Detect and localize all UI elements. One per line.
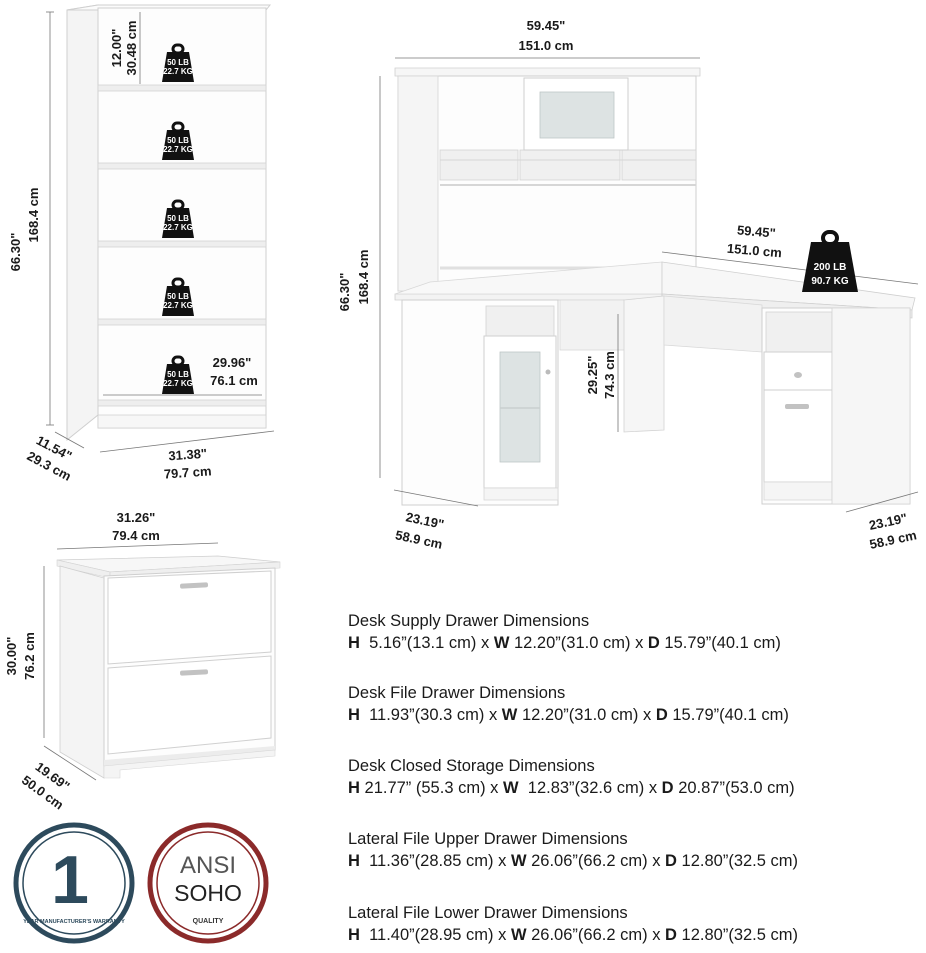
shelf-weight-2: 50 LB 22.7 KG <box>160 121 196 162</box>
spec-depth: 12.80”(32.5 cm) <box>681 852 799 870</box>
bookcase-shelves <box>97 84 267 407</box>
lateral-file-cabinet: 31.26" 79.4 cm 30.00" 76.2 cm 19.69" 50.… <box>4 510 281 812</box>
bookcase-shelf-gap-cm: 30.48 cm <box>124 21 139 76</box>
desk-hutch-width-cm: 151.0 cm <box>519 38 574 53</box>
bookcase-width-dimension: 31.38" 79.7 cm <box>99 430 275 482</box>
weight-label-kg: 22.7 KG <box>163 301 193 310</box>
ansi-soho-badge: ANSI SOHO QUALITY <box>147 822 269 944</box>
spec-width: 12.20”(31.0 cm) <box>514 634 631 652</box>
bookcase-height-in: 66.30" <box>8 233 23 272</box>
warranty-number: 1 <box>51 842 89 918</box>
drawer-handle-icon <box>785 404 809 409</box>
spec-lateral-upper-drawer: Lateral File Upper Drawer Dimensions H 1… <box>348 830 799 870</box>
warranty-text: YEAR MANUFACTURER'S WARRANTY <box>23 919 125 925</box>
shelf-weight-4: 50 LB 22.7 KG <box>160 277 196 318</box>
spec-width: 26.06”(66.2 cm) <box>531 852 648 870</box>
spec-height: 5.16”(13.1 cm) <box>369 634 477 652</box>
desk-height-dimension: 66.30" 168.4 cm <box>337 76 381 478</box>
desk-height-in: 66.30" <box>337 273 352 312</box>
spec-depth: 20.87”(53.0 cm) <box>678 779 795 797</box>
desk-left-depth-cm: 58.9 cm <box>394 527 444 552</box>
desk-return-width-cm: 151.0 cm <box>726 241 782 261</box>
spec-width: 26.06”(66.2 cm) <box>531 926 648 944</box>
bookcase-height-cm: 168.4 cm <box>26 188 41 243</box>
weight-label-lb: 50 LB <box>167 292 189 301</box>
spec-title: Lateral File Lower Drawer Dimensions <box>348 904 628 922</box>
spec-title: Desk Closed Storage Dimensions <box>348 757 595 775</box>
desk-return-width-dimension: 59.45" 151.0 cm <box>661 222 919 285</box>
weight-label-lb: 50 LB <box>167 370 189 379</box>
spec-height: 21.77” (55.3 cm) <box>364 779 486 797</box>
spec-height: 11.40”(28.95 cm) <box>369 926 494 944</box>
lateral-upper-drawer <box>107 570 272 665</box>
quality-text: QUALITY <box>193 918 224 925</box>
bookcase-shelf-width-in: 29.96" <box>213 355 252 370</box>
weight-label-lb: 50 LB <box>167 136 189 145</box>
spec-desk-file-drawer: Desk File Drawer Dimensions H 11.93”(30.… <box>348 684 789 724</box>
weight-label-kg: 22.7 KG <box>163 223 193 232</box>
shelf-weight-1: 50 LB 22.7 KG <box>160 43 196 84</box>
desk-weight: 200 LB 90.7 KG <box>802 230 858 292</box>
l-desk-with-hutch: 59.45" 151.0 cm <box>337 18 919 552</box>
lateral-file-width-in: 31.26" <box>117 510 156 525</box>
desk-return-width-in: 59.45" <box>736 222 776 240</box>
shelf-weight-5: 50 LB 22.7 KG <box>160 355 196 396</box>
desk-hutch-width-in: 59.45" <box>527 18 566 33</box>
desk-weight-lb: 200 LB <box>814 262 847 273</box>
desk-left-depth-in: 23.19" <box>404 509 445 532</box>
spec-height: 11.93”(30.3 cm) <box>369 706 485 724</box>
shelf-weight-3: 50 LB 22.7 KG <box>160 199 196 240</box>
desk-knee-height-in: 29.25" <box>585 356 600 395</box>
bookcase-depth-dimension: 11.54" 29.3 cm <box>25 431 85 484</box>
lateral-file-width-cm: 79.4 cm <box>112 528 160 543</box>
spec-depth: 12.80”(32.5 cm) <box>681 926 799 944</box>
desk-knee-height-cm: 74.3 cm <box>602 351 617 399</box>
bookcase-shelf-gap-in: 12.00" <box>109 29 124 68</box>
desk-knee-height-dimension: 29.25" 74.3 cm <box>585 314 619 432</box>
lateral-file-width-dimension: 31.26" 79.4 cm <box>56 510 219 550</box>
drawer-handle-icon <box>180 669 209 676</box>
spec-title: Desk File Drawer Dimensions <box>348 684 566 702</box>
bookcase-shelf-width-dimension: 29.96" 76.1 cm <box>103 355 262 396</box>
warranty-badge: 1 YEAR MANUFACTURER'S WARRANTY <box>13 822 135 944</box>
lateral-file-height-dimension: 30.00" 76.2 cm <box>4 566 45 738</box>
spec-desk-supply-drawer: Desk Supply Drawer Dimensions H 5.16”(13… <box>348 612 781 652</box>
weight-icon <box>802 242 858 292</box>
lateral-lower-drawer <box>107 655 272 755</box>
weight-label-lb: 50 LB <box>167 214 189 223</box>
bookcase-shelf-width-cm: 76.1 cm <box>210 373 258 388</box>
drawer-knob-icon <box>794 372 802 378</box>
spec-depth: 15.79”(40.1 cm) <box>664 634 781 652</box>
bookcase-shelf-gap-dimension: 12.00" 30.48 cm <box>109 12 141 84</box>
spec-lateral-lower-drawer: Lateral File Lower Drawer Dimensions H 1… <box>348 904 799 944</box>
desk-weight-kg: 90.7 KG <box>811 276 848 287</box>
lateral-file-height-cm: 76.2 cm <box>22 632 37 680</box>
spec-title: Desk Supply Drawer Dimensions <box>348 612 590 630</box>
desk-height-cm: 168.4 cm <box>356 250 371 305</box>
weight-label-kg: 22.7 KG <box>163 145 193 154</box>
spec-desk-closed-storage: Desk Closed Storage Dimensions H 21.77” … <box>348 757 795 797</box>
bookcase: 66.30" 168.4 cm 12.00" 30.48 cm 50 LB 22… <box>8 4 275 484</box>
bookcase-width-in: 31.38" <box>168 446 208 464</box>
desk-hutch-width-dimension: 59.45" 151.0 cm <box>395 18 700 59</box>
weight-label-kg: 22.7 KG <box>163 379 193 388</box>
soho-text: SOHO <box>174 880 242 906</box>
spec-width: 12.20”(31.0 cm) <box>521 706 639 724</box>
desk-file-drawer <box>763 389 833 483</box>
lateral-file-height-in: 30.00" <box>4 637 19 676</box>
bookcase-height-dimension: 66.30" 168.4 cm <box>8 11 54 426</box>
door-knob-icon <box>545 369 551 375</box>
spec-depth: 15.79”(40.1 cm) <box>672 706 789 724</box>
weight-label-lb: 50 LB <box>167 58 189 67</box>
ansi-text: ANSI <box>180 852 236 879</box>
spec-title: Lateral File Upper Drawer Dimensions <box>348 830 628 848</box>
drawer-handle-icon <box>180 582 209 589</box>
spec-height: 11.36”(28.85 cm) <box>369 852 494 870</box>
bookcase-width-cm: 79.7 cm <box>163 463 212 481</box>
weight-label-kg: 22.7 KG <box>163 67 193 76</box>
spec-width: 12.83”(32.6 cm) <box>527 779 645 797</box>
